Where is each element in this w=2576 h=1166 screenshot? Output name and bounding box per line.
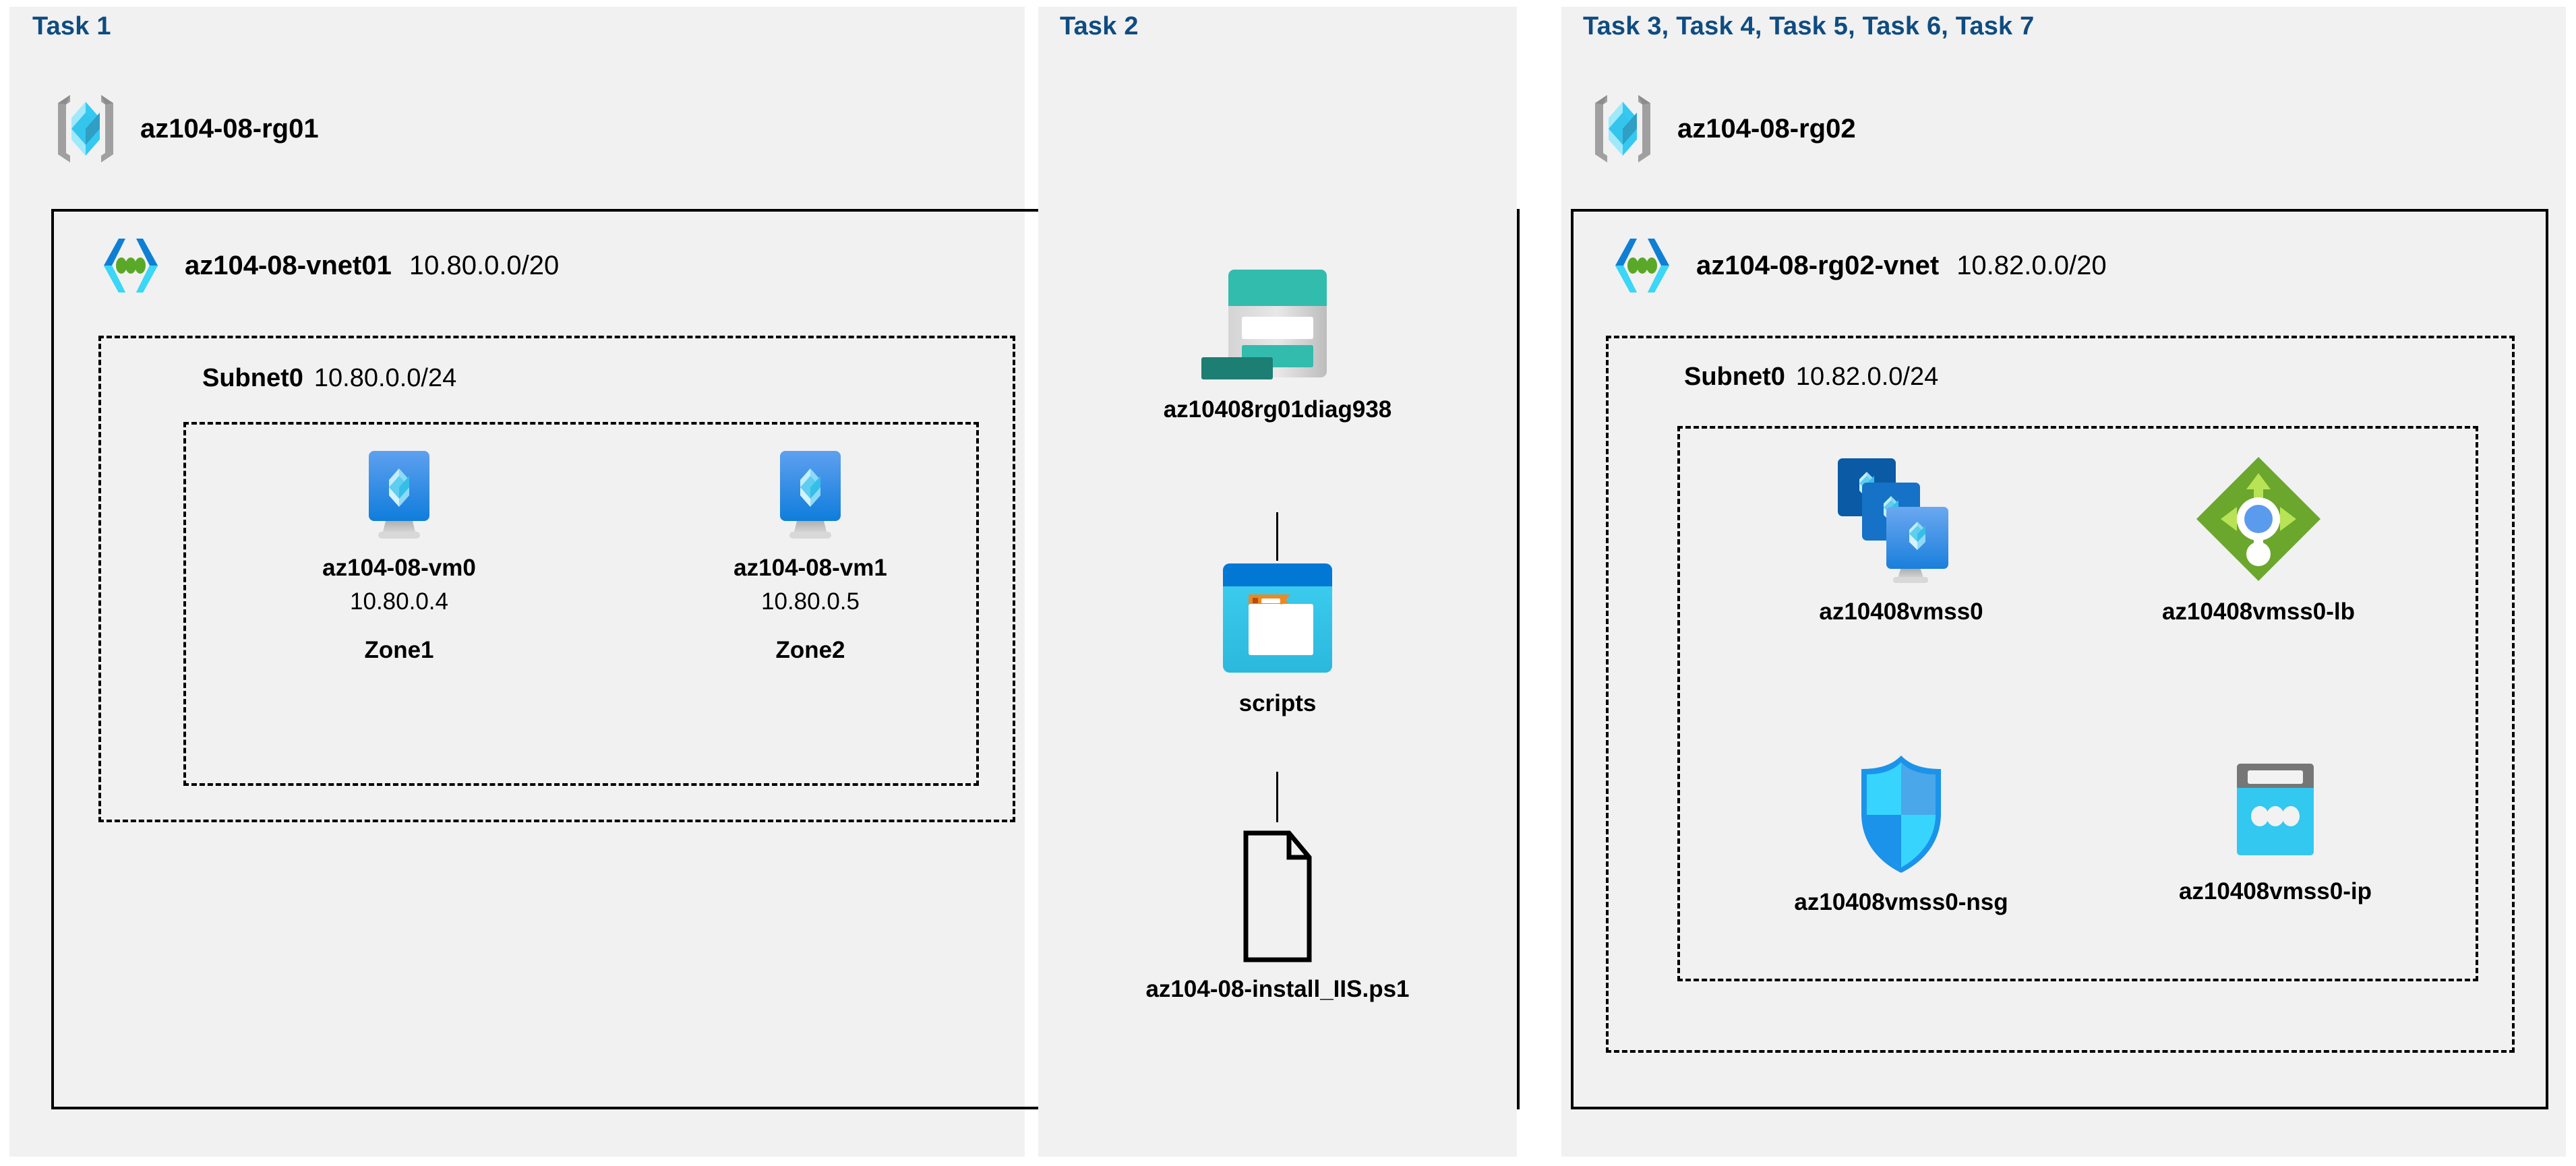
subnet-name: Subnet0 (202, 364, 303, 392)
subnet-header-task1: Subnet0 10.80.0.0/24 (202, 364, 456, 393)
node-ps1-file[interactable]: az104-08-install_IIS.ps1 (1106, 829, 1449, 1003)
node-label: scripts (1238, 690, 1317, 716)
node-az10408vmss0-nsg[interactable]: az10408vmss0-nsg (1733, 751, 2070, 916)
node-az104-08-vm0[interactable]: az104-08-vm0 10.80.0.4 Zone1 (298, 448, 500, 664)
storage-account-icon (1214, 263, 1342, 384)
subnet-boundary-task1 (98, 336, 1015, 822)
node-az10408vmss0-lb[interactable]: az10408vmss0-lb (2110, 452, 2407, 625)
connector-storage-to-container (1276, 512, 1278, 561)
node-ip: 10.80.0.5 (761, 588, 860, 615)
vnet-header-task1: az104-08-vnet01 10.80.0.0/20 (94, 235, 559, 297)
task2-title: Task 2 (1060, 12, 1139, 40)
availability-zone-boundary-task1 (183, 422, 979, 786)
virtual-network-icon (1606, 235, 1679, 297)
node-label: az104-08-vm1 (733, 555, 887, 581)
virtual-machine-icon (359, 448, 439, 543)
file-icon (1240, 829, 1315, 964)
load-balancer-icon (2191, 452, 2326, 586)
panel-task3to7 (1561, 7, 2566, 1157)
resource-group-task1: az104-08-rg01 (49, 91, 319, 166)
node-label: az10408vmss0-ip (2178, 878, 2372, 904)
subnet-boundary-task3to7 (1606, 336, 2515, 1053)
task1-title: Task 1 (32, 12, 111, 40)
node-label: az10408rg01diag938 (1163, 396, 1392, 423)
vnet-cidr: 10.82.0.0/20 (1956, 250, 2107, 280)
virtual-machine-icon (771, 448, 850, 543)
vnet-name: az104-08-vnet01 (185, 250, 392, 280)
node-label: az104-08-vm0 (322, 555, 476, 581)
vm-scale-set-icon (1827, 452, 1975, 586)
node-label: az10408vmss0-lb (2161, 599, 2356, 625)
resource-group-name: az104-08-rg02 (1677, 113, 1856, 144)
node-az10408vmss0-ip[interactable]: az10408vmss0-ip (2124, 758, 2427, 905)
virtual-network-icon (94, 235, 167, 297)
resource-group-task3to7: az104-08-rg02 (1586, 91, 1856, 166)
node-az10408vmss0[interactable]: az10408vmss0 (1766, 452, 2036, 625)
blob-container-icon (1215, 559, 1340, 678)
vnet-name: az104-08-rg02-vnet (1696, 250, 1940, 280)
subnet-header-task3to7: Subnet0 10.82.0.0/24 (1684, 363, 1938, 392)
node-blob-container[interactable]: scripts (1173, 559, 1382, 717)
vnet-header-task3to7: az104-08-rg02-vnet 10.82.0.0/20 (1606, 235, 2107, 297)
node-label: az10408vmss0 (1819, 599, 1983, 625)
resource-group-icon (49, 91, 123, 166)
node-label: az10408vmss0-nsg (1794, 889, 2008, 915)
subnet-name: Subnet0 (1684, 363, 1785, 391)
subnet-cidr: 10.80.0.0/24 (313, 364, 457, 392)
resource-group-icon (1586, 91, 1660, 166)
subnet-cidr: 10.82.0.0/24 (1795, 363, 1939, 391)
resource-group-inner-boundary-task3to7 (1677, 426, 2478, 981)
storage-account-bar-dark (1201, 357, 1273, 379)
task3to7-title: Task 3, Task 4, Task 5, Task 6, Task 7 (1583, 12, 2035, 40)
vnet-boundary-task1 (51, 209, 1520, 1109)
public-ip-address-icon (2225, 758, 2326, 866)
node-zone: Zone2 (775, 637, 845, 663)
node-label: az104-08-install_IIS.ps1 (1145, 976, 1410, 1002)
connector-container-to-file (1276, 772, 1278, 822)
network-security-group-icon (1851, 751, 1952, 877)
node-ip: 10.80.0.4 (350, 588, 448, 615)
vnet-boundary-task3to7 (1571, 209, 2548, 1109)
node-az104-08-vm1[interactable]: az104-08-vm1 10.80.0.5 Zone2 (709, 448, 911, 664)
vnet-cidr: 10.80.0.0/20 (409, 250, 560, 280)
resource-group-name: az104-08-rg01 (140, 113, 319, 144)
panel-task1 (9, 7, 1025, 1157)
node-zone: Zone1 (364, 637, 434, 663)
node-storage-account[interactable]: az10408rg01diag938 (1106, 263, 1449, 423)
